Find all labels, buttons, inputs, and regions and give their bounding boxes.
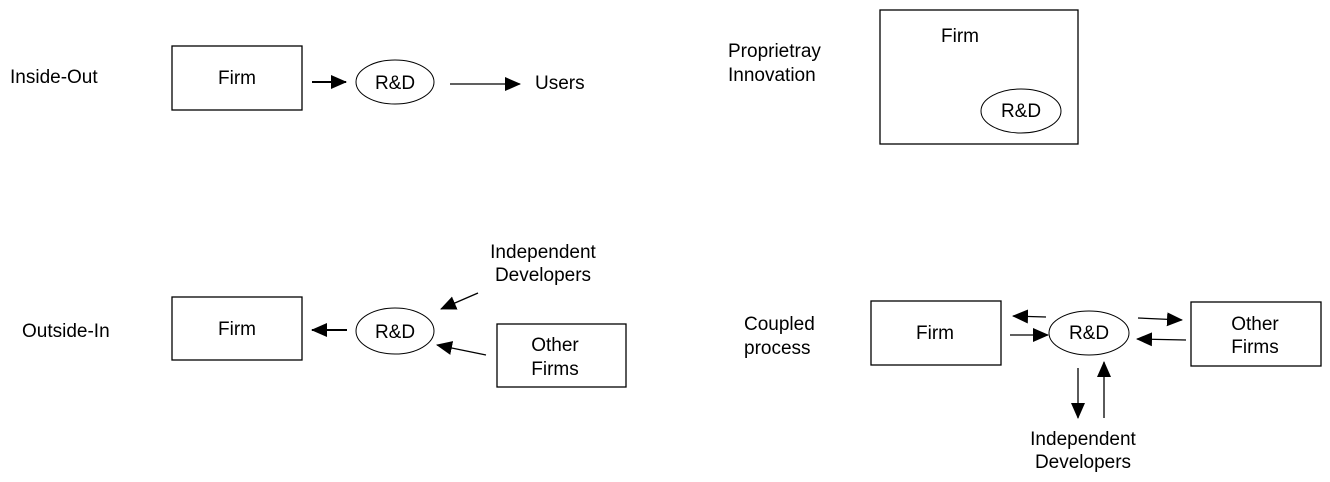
- proprietary-title-line1: Proprietray: [728, 41, 821, 62]
- rd-label: R&D: [1069, 323, 1109, 344]
- rd-label: R&D: [1001, 101, 1041, 122]
- coupled-process-diagram: Coupled process Firm R&D Other Firms Ind…: [744, 300, 1322, 473]
- rd-label: R&D: [375, 73, 415, 94]
- firm-label: Firm: [218, 319, 256, 340]
- other-firms-line1: Other: [1231, 314, 1279, 335]
- rd-ellipse: [980, 88, 1062, 134]
- rd-ellipse: [355, 59, 435, 105]
- other-firms-box: [1190, 301, 1322, 367]
- firm-box: [171, 45, 303, 111]
- firm-label: Firm: [218, 68, 256, 89]
- arrow-rd-to-other-firms: [1137, 312, 1183, 327]
- firm-box: [171, 296, 303, 361]
- arrow-rd-to-firm: [1012, 309, 1047, 324]
- independent-developers-line1: Independent: [1030, 429, 1136, 450]
- rd-ellipse: [355, 307, 435, 355]
- arrow-other-firms-to-rd: [436, 341, 487, 356]
- inside-out-diagram: Inside-Out Firm R&D Users: [10, 45, 585, 111]
- other-firms-box: [496, 323, 627, 388]
- coupled-title-line2: process: [744, 338, 811, 359]
- proprietary-title-line2: Innovation: [728, 65, 816, 86]
- firm-label: Firm: [916, 323, 954, 344]
- other-firms-line2: Firms: [531, 359, 578, 380]
- independent-developers-line2: Developers: [1035, 452, 1131, 473]
- coupled-title-line1: Coupled: [744, 314, 815, 335]
- firm-label: Firm: [941, 26, 979, 47]
- rd-label: R&D: [375, 322, 415, 343]
- independent-developers-line2: Developers: [495, 265, 591, 286]
- firm-box: [870, 300, 1002, 366]
- inside-out-title: Inside-Out: [10, 67, 98, 88]
- outside-in-title: Outside-In: [22, 321, 110, 342]
- arrow-developers-to-rd: [440, 292, 479, 310]
- rd-ellipse: [1048, 310, 1130, 356]
- independent-developers-line1: Independent: [490, 242, 596, 263]
- other-firms-line2: Firms: [1231, 337, 1278, 358]
- arrow-other-firms-to-rd: [1136, 332, 1187, 347]
- proprietary-innovation-diagram: Proprietray Innovation Firm R&D: [728, 9, 1079, 145]
- outside-in-diagram: Outside-In Firm R&D Independent Develope…: [22, 242, 627, 388]
- users-label: Users: [535, 73, 585, 94]
- other-firms-line1: Other: [531, 335, 579, 356]
